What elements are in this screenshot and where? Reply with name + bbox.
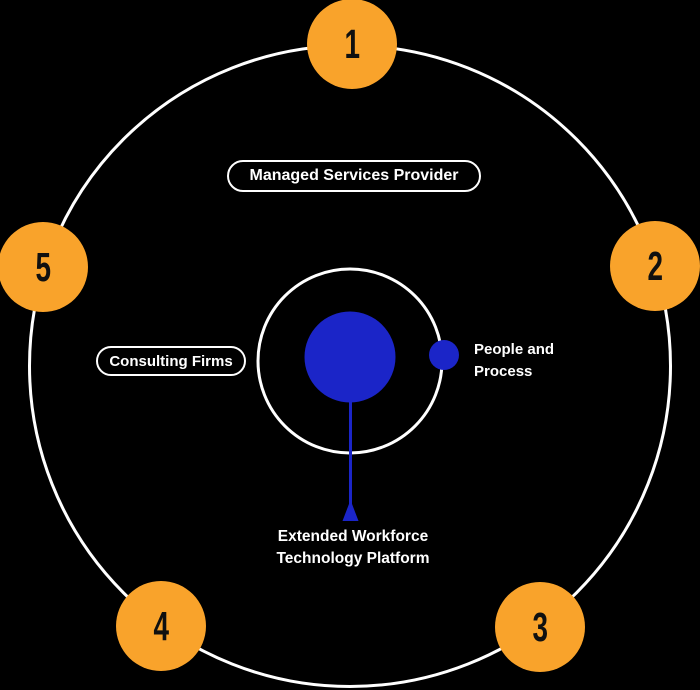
orbit-node-4-number: 4 (153, 602, 170, 649)
people-and-process-line2: Process (474, 363, 533, 380)
extended-workforce-line1: Extended Workforce (277, 528, 429, 545)
orbit-node-2-number: 2 (647, 242, 664, 289)
orbit-node-1: 1 (307, 0, 397, 89)
orbit-node-2: 2 (610, 221, 700, 311)
core-platform-circle (304, 311, 396, 403)
orbit-node-3-number: 3 (532, 603, 549, 650)
extended-workforce-line2: Technology Platform (276, 550, 430, 567)
consulting-firms-pill: Consulting Firms (96, 346, 246, 376)
people-process-satellite-circle (429, 340, 459, 370)
consulting-firms-label: Consulting Firms (109, 352, 233, 370)
orbit-node-3: 3 (495, 582, 585, 672)
orbit-node-4: 4 (116, 581, 206, 671)
orbit-node-5: 5 (0, 222, 88, 312)
extended-workforce-platform-label: Extended Workforce Technology Platform (243, 526, 463, 570)
people-and-process-label: People and Process (474, 339, 554, 383)
managed-services-provider-pill: Managed Services Provider (227, 160, 481, 192)
pointer-arrowhead-icon (342, 500, 359, 521)
people-and-process-line1: People and (474, 341, 555, 358)
managed-services-provider-label: Managed Services Provider (249, 167, 459, 184)
orbit-node-1-number: 1 (344, 20, 361, 67)
orbit-node-5-number: 5 (35, 243, 52, 290)
